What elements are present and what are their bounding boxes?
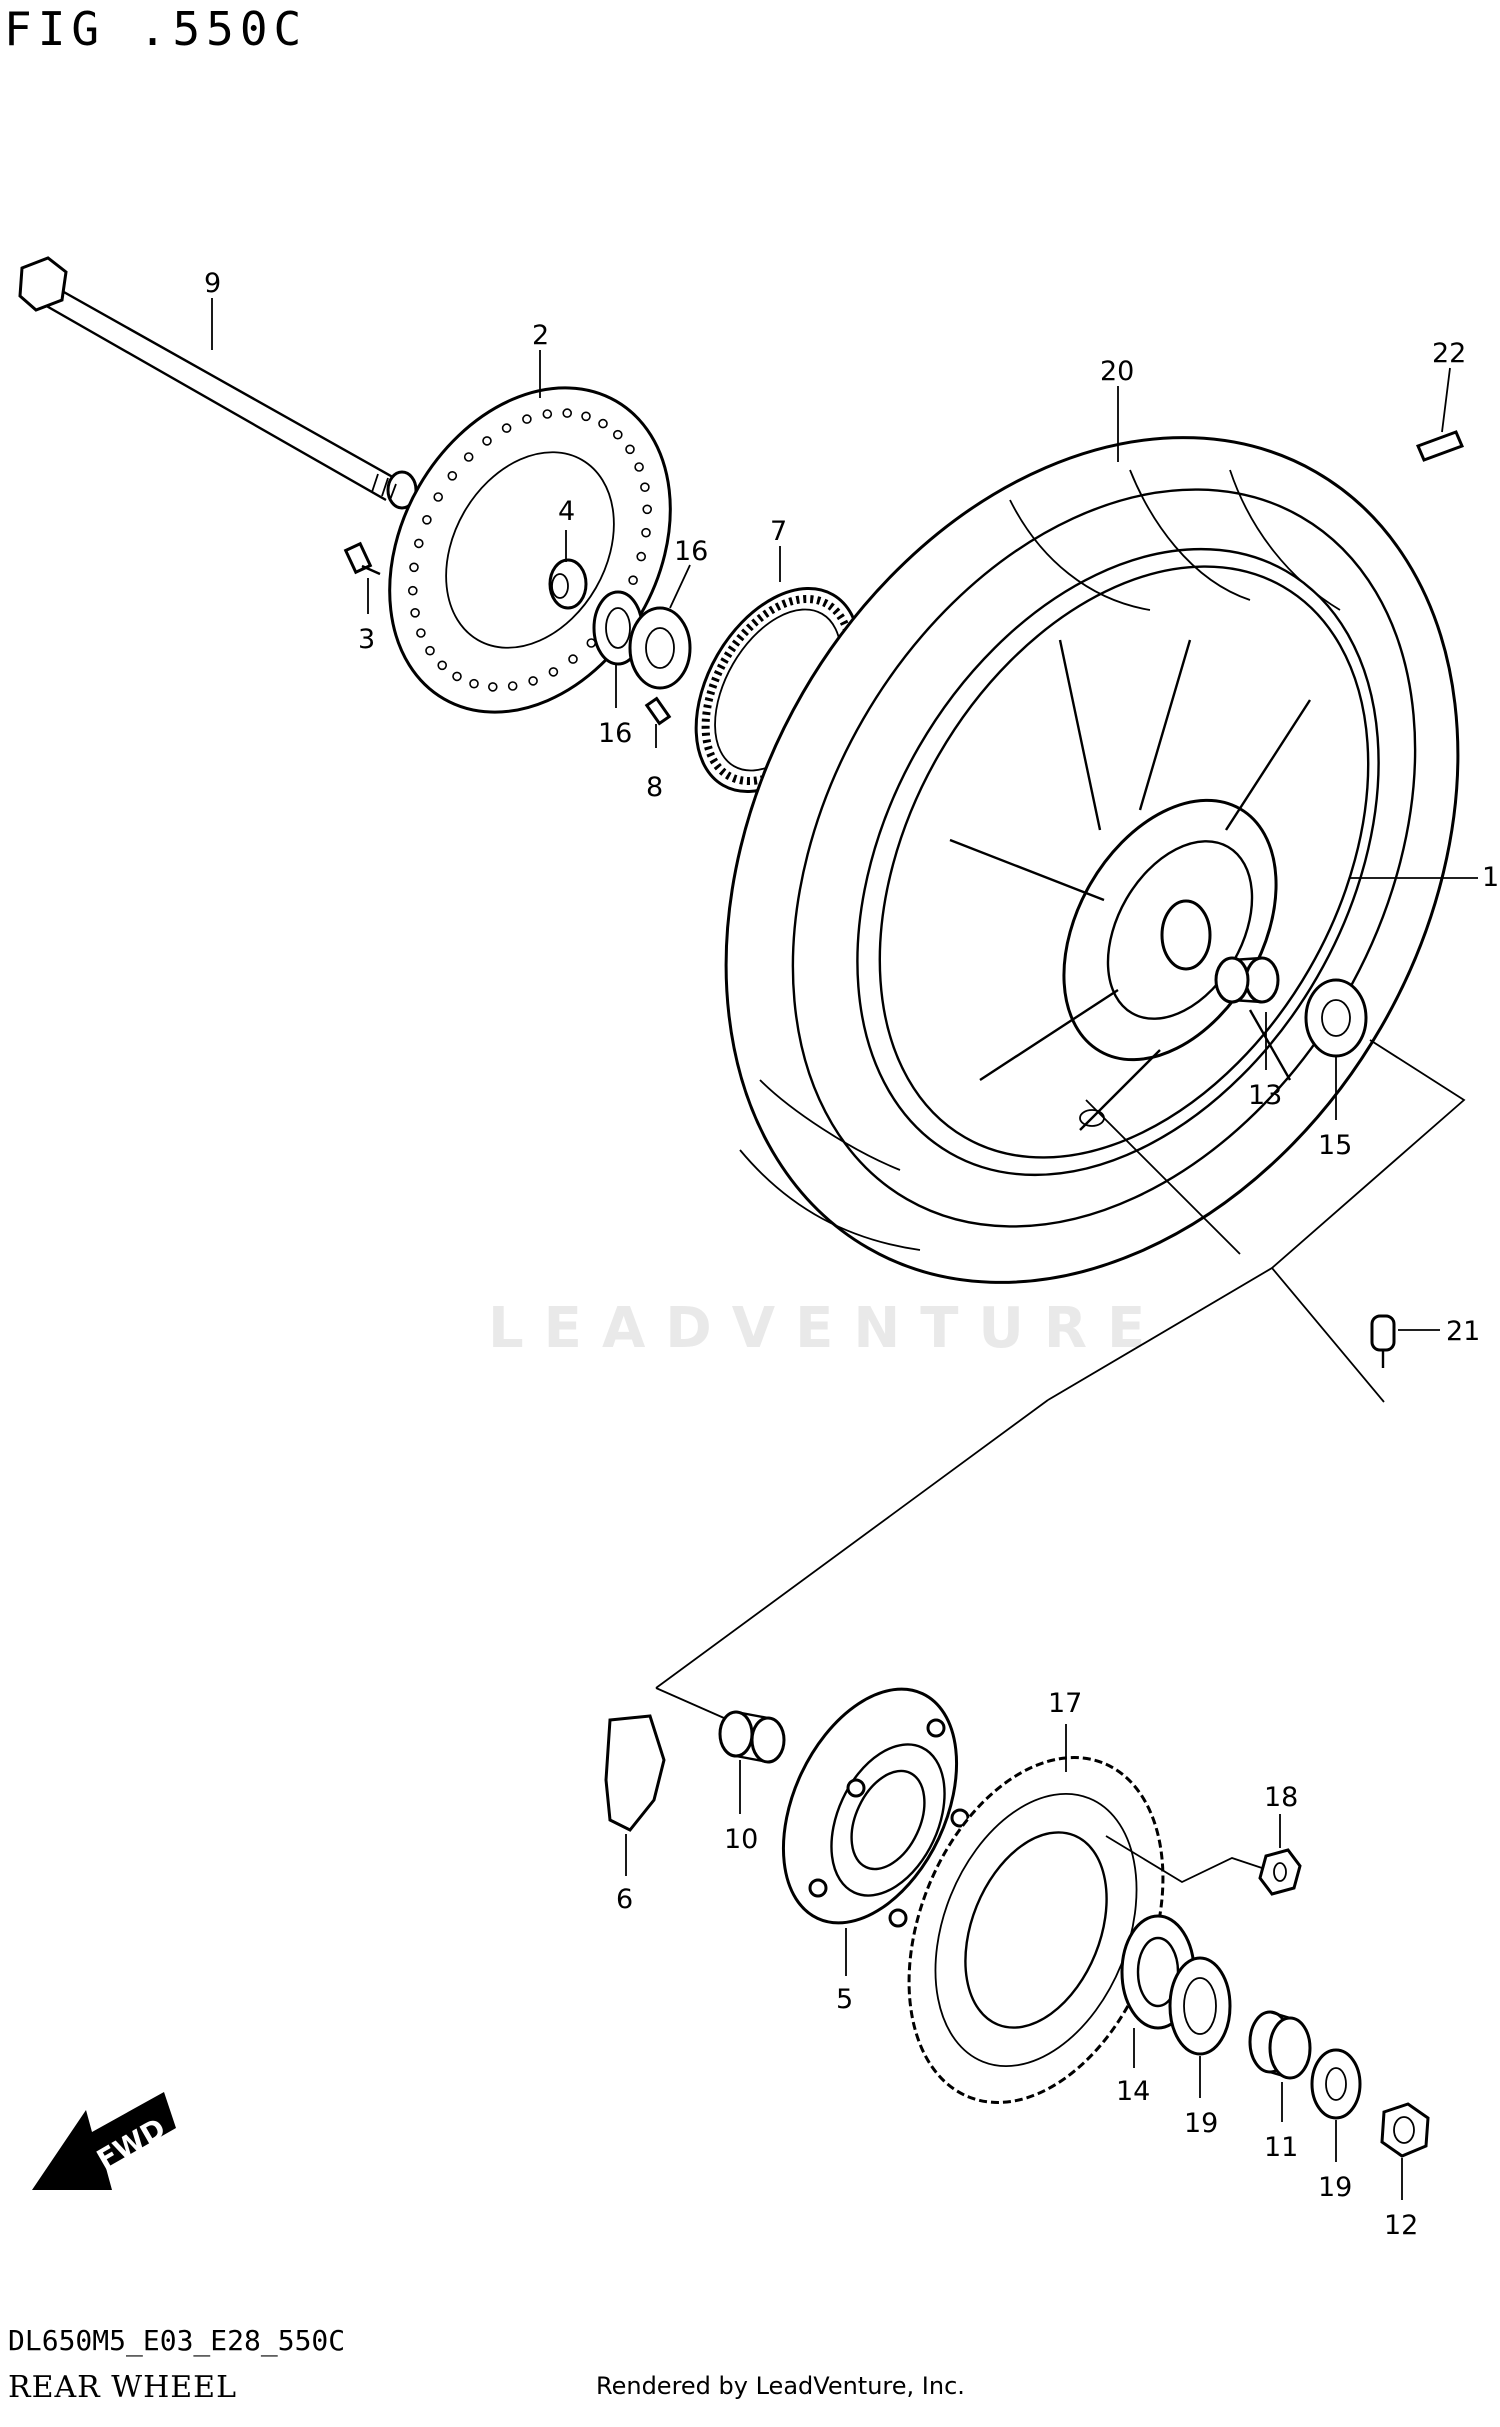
disc-hole [409,562,419,573]
disc-hole [548,667,559,677]
wheel-damper [604,1714,666,1832]
tire-valve [1370,1314,1396,1368]
leader-lines [211,298,1478,2200]
axle [18,256,418,510]
callout-21: 20 [1100,356,1134,387]
disc-hole [413,538,424,549]
brake-disc [388,386,672,714]
disc-hole [636,551,647,562]
forward-arrow-icon: FWD [32,2092,176,2190]
callout-2: 2 [532,320,549,351]
callout-12: 12 [1384,2210,1418,2241]
callout-10: 10 [724,1824,758,1855]
disc-hole [469,678,479,689]
render-credit: Rendered by LeadVenture, Inc. [596,2372,965,2400]
disc-hole [612,429,623,440]
disc-hole [598,418,608,429]
disc-hole [625,444,635,455]
disc-hole [507,681,518,691]
disc-hole [542,409,553,419]
callout-8: 8 [646,772,663,803]
callout-6: 6 [616,1884,633,1915]
disc-hole [447,470,458,481]
disc-hole [522,414,532,424]
sprocket-spacer [718,1710,786,1764]
rear-sprocket [907,1756,1165,2104]
sprocket-mounting-drum [781,1687,970,1928]
disc-hole [640,482,650,493]
disc-hole [437,660,448,671]
disc-hole [433,492,444,502]
sensor-screw [644,696,672,726]
fig-title: FIG .550C [4,2,308,56]
callout-17: 16 [598,718,632,749]
callout-4: 4 [558,496,575,527]
disc-hole [487,682,498,692]
axle-washer [1310,2048,1362,2120]
callouts: 9 2 4 16 7 3 16 8 20 22 1 13 15 21 17 18… [204,268,1499,2241]
diagram-code: DL650M5_E03_E28_550C [8,2324,346,2357]
disc-hole [452,671,462,682]
callout-13: 13 [1248,1080,1282,1111]
callout-14: 14 [1116,2076,1150,2107]
disc-collar [548,558,588,610]
disc-hole [628,575,638,586]
disc-hole [463,452,474,462]
sprocket-nut [1258,1848,1302,1896]
disc-hole [581,411,591,422]
disc-hole [501,423,512,433]
disc-hole [528,676,538,686]
disc-bolt [343,541,381,576]
drum-oil-seal [1168,1956,1232,2056]
callout-16-lower: 15 [1318,1130,1352,1161]
callout-16-upper: 16 [674,536,708,567]
axle-nut [1380,2102,1430,2158]
callout-5: 5 [836,1984,853,2015]
callout-20: 19 [1318,2172,1352,2203]
tire [724,436,1460,1284]
disc-hole [425,645,435,656]
disc-hole [642,504,653,515]
disc-hole [634,462,644,472]
callout-22: 21 [1446,1316,1480,1347]
callout-23: 22 [1432,338,1466,369]
disc-hole [482,436,492,446]
callout-1: 1 [1482,862,1499,893]
disc-hole [416,628,426,638]
watermark: LEADVENTURE [488,1296,1166,1361]
wheel-rim [856,547,1380,1177]
drum-spacer [1248,2010,1312,2080]
disc-hole [407,585,418,596]
bearing-left [628,606,692,690]
callout-11: 11 [1264,2132,1298,2163]
callout-15: 19 [1184,2108,1218,2139]
callout-18: 17 [1048,1688,1082,1719]
balance-weight [1415,430,1465,462]
disc-hole [568,654,578,664]
disc-hole [562,408,573,418]
disc-hole [422,514,432,525]
section-title: REAR WHEEL [8,2370,237,2405]
disc-hole [410,607,420,618]
disc-hole [641,527,651,538]
bearing-right [1304,978,1368,1058]
callout-3: 3 [358,624,375,655]
assembly-lines [655,1039,1466,1884]
callout-7: 7 [770,516,787,547]
callout-19: 18 [1264,1782,1298,1813]
callout-9: 9 [204,268,221,299]
